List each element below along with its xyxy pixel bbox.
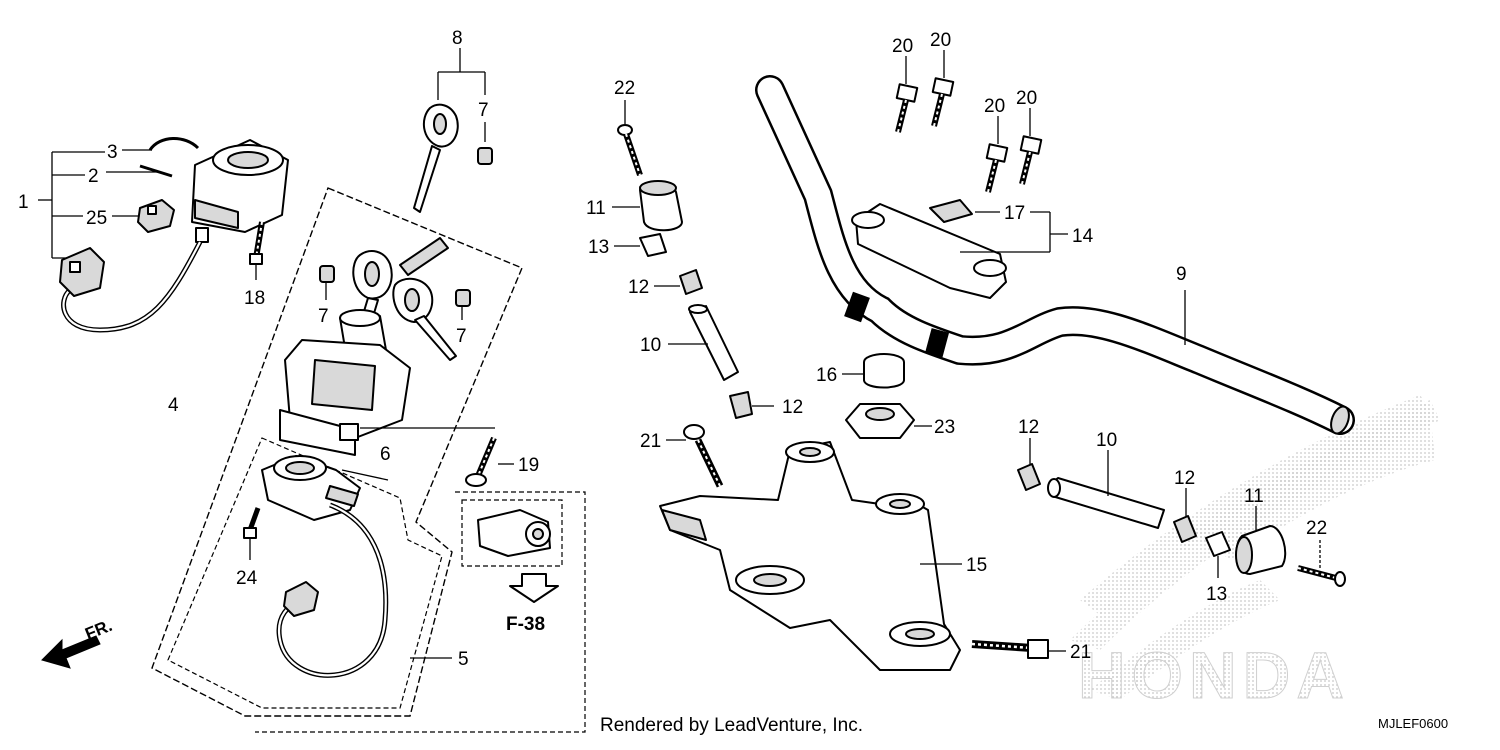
bracket-lines-part-8 (437, 48, 486, 142)
label-12-left-b: 12 (782, 397, 803, 418)
screw-22-right (1297, 540, 1346, 587)
reference-label: F-38 (506, 614, 545, 635)
weight-11-left (612, 180, 683, 232)
top-bridge-15 (659, 441, 962, 671)
label-20-d: 20 (1016, 88, 1037, 109)
nut-7-left (319, 265, 335, 283)
front-direction-label: FR. (82, 616, 115, 644)
label-2: 2 (88, 166, 99, 187)
bolt-21-upper (666, 424, 724, 488)
label-20-a: 20 (892, 36, 913, 57)
connector-25 (137, 199, 175, 233)
collar-12-left-bottom (729, 391, 774, 419)
bolt-20-b (931, 50, 955, 127)
credit-text: Rendered by LeadVenture, Inc. (600, 715, 863, 736)
bolt-20-d (1019, 108, 1043, 185)
label-13-right: 13 (1206, 584, 1227, 605)
label-21-lower: 21 (1070, 642, 1091, 663)
bolt-20-a (895, 56, 919, 133)
label-22-left: 22 (614, 78, 635, 99)
pin (139, 164, 173, 178)
label-25: 25 (86, 208, 107, 229)
label-16: 16 (816, 365, 837, 386)
screw-24 (243, 507, 261, 560)
label-20-b: 20 (930, 30, 951, 51)
bracket-lines-part-14 (960, 211, 1068, 253)
screw-22-left (617, 100, 643, 176)
bolt-21-lower (971, 639, 1066, 659)
weight-11-right (1235, 506, 1287, 575)
label-7-right: 7 (456, 326, 467, 347)
ignition-keys (352, 237, 457, 361)
label-12-left-a: 12 (628, 277, 649, 298)
key-blank (413, 103, 459, 213)
handlebar-holder-14 (851, 199, 1007, 299)
label-7-top: 7 (478, 100, 489, 121)
switch-housing (191, 139, 289, 243)
label-19: 19 (518, 455, 539, 476)
insert-13-right (1205, 531, 1231, 578)
label-11-right: 11 (1244, 486, 1264, 507)
front-direction-arrow-icon (41, 635, 101, 669)
reference-part (477, 509, 551, 557)
label-20-c: 20 (984, 96, 1005, 117)
honda-watermark-text: HONDA (1078, 638, 1350, 712)
cap-16 (842, 353, 905, 389)
part-number-labels: 1 2 3 25 18 8 7 7 7 4 6 19 24 5 22 11 13… (18, 28, 1327, 670)
label-22-right: 22 (1306, 518, 1327, 539)
label-17: 17 (1004, 203, 1025, 224)
bolt-20-c (985, 116, 1009, 193)
label-24: 24 (236, 568, 258, 589)
reference-box (461, 499, 563, 567)
reference-arrow-icon (509, 573, 559, 603)
honda-wing-watermark (1070, 395, 1440, 700)
connector-end (59, 247, 105, 297)
bar-10-right (1047, 450, 1165, 529)
reference-bracket (255, 491, 586, 733)
collar-12-left-top (654, 269, 703, 295)
label-12-right-a: 12 (1018, 417, 1039, 438)
label-21-upper: 21 (640, 431, 661, 452)
insert-13-left (614, 233, 667, 257)
bar-10-left (668, 304, 739, 381)
label-18: 18 (244, 288, 265, 309)
handlebar-9 (755, 75, 1355, 435)
collar-12-right-b (1173, 488, 1197, 543)
label-1: 1 (18, 192, 29, 213)
nut-7-top (477, 147, 493, 165)
circlip (148, 137, 200, 151)
label-13-left: 13 (588, 237, 609, 258)
label-11-left: 11 (586, 198, 606, 219)
nut-7-right (455, 289, 471, 307)
collar-12-right-a (1017, 438, 1041, 491)
label-14: 14 (1072, 226, 1094, 247)
label-9: 9 (1176, 264, 1187, 285)
label-5: 5 (458, 649, 469, 670)
label-3: 3 (107, 142, 118, 163)
switch-body-6 (261, 455, 361, 521)
label-4: 4 (168, 395, 179, 416)
label-15: 15 (966, 555, 987, 576)
label-6: 6 (380, 444, 391, 465)
bolt-19 (465, 436, 514, 487)
stem-nut-23 (845, 403, 932, 439)
label-8: 8 (452, 28, 463, 49)
ignition-cylinder (279, 309, 411, 456)
harness-connector (283, 581, 319, 617)
label-10-right: 10 (1096, 430, 1117, 451)
ignition-set-frame (151, 187, 523, 717)
diagram-code: MJLEF0600 (1378, 716, 1448, 731)
label-23: 23 (934, 417, 955, 438)
bolt-18 (249, 221, 265, 280)
label-10-left: 10 (640, 335, 661, 356)
label-7-left: 7 (318, 306, 329, 327)
label-12-right-b: 12 (1174, 468, 1195, 489)
